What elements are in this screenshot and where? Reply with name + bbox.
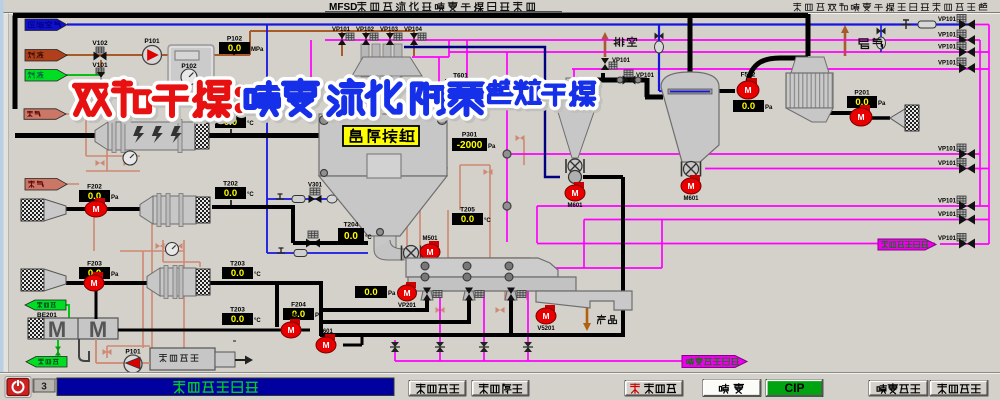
svg-text:VP101: VP101	[938, 17, 957, 23]
svg-text:VP101: VP101	[636, 73, 655, 79]
svg-text:M: M	[426, 247, 433, 257]
svg-text:0.0: 0.0	[461, 214, 474, 225]
svg-text:M: M	[542, 311, 549, 321]
svg-text:P102: P102	[227, 36, 243, 43]
svg-text:3: 3	[41, 382, 47, 393]
svg-text:F204: F204	[291, 302, 306, 309]
svg-text:VP101: VP101	[938, 199, 957, 205]
svg-text:VP101: VP101	[612, 58, 631, 64]
svg-text:0.0: 0.0	[742, 101, 755, 112]
svg-text:V101: V101	[92, 62, 108, 69]
svg-text:F204: F204	[284, 314, 298, 320]
svg-text:P201: P201	[854, 90, 870, 97]
svg-text:P101: P101	[125, 349, 141, 356]
svg-text:M: M	[857, 112, 864, 122]
svg-text:V102: V102	[92, 40, 108, 47]
svg-text:F502: F502	[741, 72, 756, 79]
svg-text:°C: °C	[254, 318, 261, 324]
svg-text:Pa: Pa	[488, 144, 496, 150]
svg-text:F601: F601	[319, 329, 333, 335]
svg-text:°C: °C	[247, 192, 254, 198]
svg-text:F203: F203	[87, 261, 102, 268]
svg-text:M601: M601	[683, 196, 699, 202]
svg-text:M: M	[287, 325, 294, 335]
svg-text:VP101: VP101	[938, 61, 957, 67]
svg-text:Pa: Pa	[388, 291, 396, 297]
svg-text:T601: T601	[453, 73, 468, 80]
svg-text:0.0: 0.0	[292, 309, 305, 320]
svg-text:V5201: V5201	[537, 326, 555, 332]
svg-text:M501: M501	[422, 236, 438, 242]
svg-text:P301: P301	[462, 132, 478, 139]
svg-text:M: M	[571, 188, 578, 198]
svg-text:M: M	[744, 85, 751, 95]
svg-text:VP101: VP101	[332, 27, 351, 33]
svg-text:VP201: VP201	[398, 303, 417, 309]
svg-text:M: M	[48, 317, 66, 342]
svg-text:°C: °C	[484, 218, 491, 224]
svg-text:VP101: VP101	[938, 45, 957, 51]
svg-text:-2000: -2000	[457, 140, 483, 151]
svg-text:VP103: VP103	[380, 27, 399, 33]
svg-text:VP101: VP101	[938, 33, 957, 39]
svg-text:M601: M601	[567, 203, 583, 209]
svg-text:0.0: 0.0	[228, 43, 241, 54]
svg-text:VP101: VP101	[938, 212, 957, 218]
svg-text:VP101: VP101	[938, 147, 957, 153]
svg-text:BE201: BE201	[37, 312, 57, 319]
svg-text:0.0: 0.0	[344, 231, 358, 242]
svg-text:0.0: 0.0	[88, 191, 101, 202]
svg-text:F202: F202	[87, 184, 102, 191]
svg-text:VP101: VP101	[938, 161, 957, 167]
svg-text:0.0: 0.0	[231, 268, 244, 279]
svg-text:CIP: CIP	[784, 381, 804, 395]
svg-text:Pa: Pa	[765, 105, 773, 111]
svg-text:P102: P102	[181, 63, 197, 70]
svg-text:°C: °C	[247, 121, 254, 127]
svg-text:M: M	[90, 278, 97, 288]
svg-text:Pa: Pa	[878, 101, 886, 107]
svg-text:VP102: VP102	[356, 27, 375, 33]
svg-text:Pa: Pa	[111, 272, 119, 278]
svg-text:T202: T202	[223, 181, 238, 188]
svg-text:M: M	[92, 204, 99, 214]
svg-text:T203: T203	[230, 261, 245, 268]
svg-text:M: M	[687, 181, 694, 191]
svg-text:P101: P101	[144, 38, 160, 45]
svg-text:VP104: VP104	[404, 27, 423, 33]
svg-text:0.0: 0.0	[224, 188, 237, 199]
svg-text:M: M	[89, 317, 107, 342]
svg-text:0.0: 0.0	[231, 314, 244, 325]
svg-text:Pa: Pa	[315, 313, 323, 319]
svg-text:°C: °C	[365, 235, 372, 241]
svg-text:T204: T204	[344, 222, 359, 229]
svg-text:VP101: VP101	[938, 236, 957, 242]
svg-text:M: M	[403, 288, 410, 298]
svg-text:MPa: MPa	[251, 47, 264, 53]
svg-text:°C: °C	[254, 272, 261, 278]
svg-text:T203: T203	[230, 307, 245, 314]
svg-text:T205: T205	[460, 207, 475, 214]
svg-text:0.0: 0.0	[855, 97, 868, 108]
svg-text:M: M	[322, 340, 329, 350]
svg-text:V301: V301	[308, 183, 323, 189]
svg-text:Pa: Pa	[111, 195, 119, 201]
svg-text:MFSD: MFSD	[329, 2, 357, 13]
svg-text:0.0: 0.0	[364, 287, 377, 298]
